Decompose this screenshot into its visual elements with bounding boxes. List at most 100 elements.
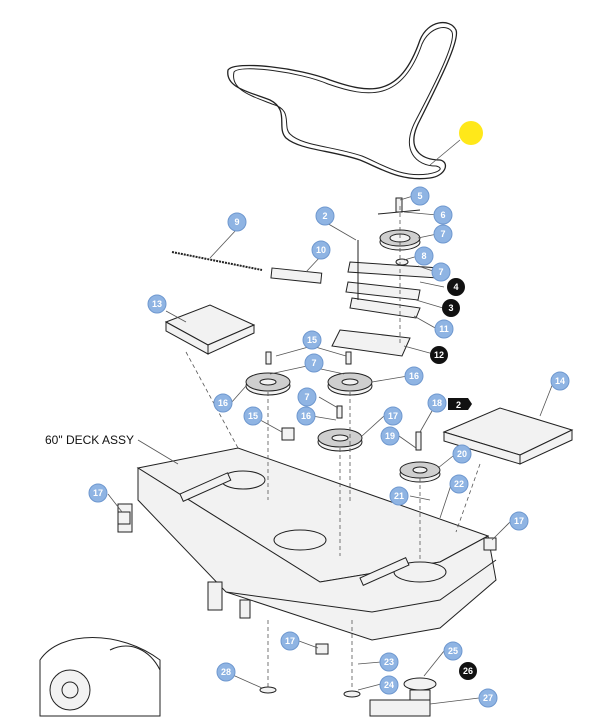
highlight-marker — [459, 121, 483, 145]
callout-blue-circle — [431, 262, 451, 282]
callout-blue-12: 16 — [404, 366, 424, 386]
idler-bracket — [331, 240, 441, 357]
callout-blue-number: 9 — [234, 217, 239, 227]
callout-blue-27: 28 — [216, 662, 236, 682]
callout-black-circle — [430, 346, 448, 364]
deck-pulley-left — [245, 351, 291, 396]
callout-blue-circle — [216, 662, 236, 682]
callout-blue-circle — [227, 212, 247, 232]
callout-blue-circle — [315, 206, 335, 226]
callout-blue-number: 25 — [448, 646, 458, 656]
callout-blue-number: 7 — [304, 392, 309, 402]
callout-blue-number: 23 — [384, 657, 394, 667]
callout-blue-number: 19 — [385, 431, 395, 441]
callout-black-circle — [442, 299, 460, 317]
assembly-lines — [185, 206, 481, 690]
deck-pulley-center — [327, 351, 373, 396]
callout-black-2: 12 — [430, 346, 448, 364]
callout-blue-8: 10 — [311, 240, 331, 260]
callout-blue-circle — [404, 366, 424, 386]
callout-blue-circle — [389, 486, 409, 506]
callout-blue-25: 17 — [509, 511, 529, 531]
callout-blue-number: 14 — [555, 376, 565, 386]
callout-blue-circle — [379, 652, 399, 672]
callout-blue-29: 25 — [443, 641, 463, 661]
callout-blue-circle — [147, 294, 167, 314]
callout-black-number: 26 — [463, 666, 473, 676]
callout-blue-circle — [213, 393, 233, 413]
callout-blue-number: 27 — [483, 693, 493, 703]
callout-blue-number: 16 — [301, 411, 311, 421]
callout-blue-4: 7 — [431, 262, 451, 282]
callout-blue-31: 27 — [478, 688, 498, 708]
callout-blue-15: 7 — [297, 387, 317, 407]
callout-blue-circle — [509, 511, 529, 531]
callout-blue-2: 7 — [433, 224, 453, 244]
callout-blue-22: 21 — [389, 486, 409, 506]
tag-2: 2 — [448, 398, 472, 410]
callout-blue-16: 16 — [296, 406, 316, 426]
callout-blue-13: 16 — [213, 393, 233, 413]
callout-blue-26: 17 — [280, 631, 300, 651]
callout-blue-30: 24 — [379, 675, 399, 695]
callout-blue-number: 16 — [218, 398, 228, 408]
callout-blue-number: 7 — [438, 267, 443, 277]
callout-blue-number: 10 — [316, 245, 326, 255]
callout-blue-circle — [433, 224, 453, 244]
callout-black-circle — [447, 278, 465, 296]
callout-blue-circle — [379, 675, 399, 695]
callout-black-1: 3 — [442, 299, 460, 317]
callout-blue-number: 7 — [440, 229, 445, 239]
idler-pulley — [399, 431, 441, 483]
callout-blue-3: 8 — [414, 246, 434, 266]
callout-blue-24: 17 — [88, 483, 108, 503]
callout-blue-circle — [550, 371, 570, 391]
callout-blue-number: 28 — [221, 667, 231, 677]
callout-blue-20: 20 — [452, 444, 472, 464]
callout-blue-circle — [427, 393, 447, 413]
callout-blue-circle — [296, 406, 316, 426]
callout-blue-circle — [449, 474, 469, 494]
callout-blue-circle — [443, 641, 463, 661]
callout-blue-number: 22 — [454, 479, 464, 489]
callout-blue-circle — [302, 330, 322, 350]
callout-blue-5: 11 — [434, 319, 454, 339]
callout-blue-number: 2 — [322, 211, 327, 221]
callout-blue-circle — [243, 406, 263, 426]
callout-black-number: 12 — [434, 350, 444, 360]
callout-blue-circle — [410, 186, 430, 206]
callout-blue-circle — [414, 246, 434, 266]
callout-black-3: 26 — [459, 662, 477, 680]
assembly-label: 60" DECK ASSY — [45, 433, 134, 447]
spring — [171, 251, 323, 284]
callout-blue-number: 21 — [394, 491, 404, 501]
callout-blue-circle — [311, 240, 331, 260]
callout-blue-7: 9 — [227, 212, 247, 232]
callout-blue-0: 5 — [410, 186, 430, 206]
belt-cover-left — [164, 304, 256, 355]
callout-blue-circle — [383, 406, 403, 426]
callout-blue-circle — [380, 426, 400, 446]
callout-blue-number: 7 — [311, 358, 316, 368]
callout-blue-circle — [478, 688, 498, 708]
callout-blue-18: 18 — [427, 393, 447, 413]
callout-blue-number: 13 — [152, 299, 162, 309]
callout-black-circle — [459, 662, 477, 680]
callout-blue-number: 15 — [248, 411, 258, 421]
callout-blue-6: 2 — [315, 206, 335, 226]
callout-blue-circle — [452, 444, 472, 464]
callout-blue-number: 6 — [440, 210, 445, 220]
callout-blue-number: 5 — [417, 191, 422, 201]
callout-blue-circle — [297, 387, 317, 407]
callout-blue-14: 15 — [243, 406, 263, 426]
callout-blue-number: 17 — [93, 488, 103, 498]
callout-black-number: 3 — [448, 303, 453, 313]
callout-blue-23: 22 — [449, 474, 469, 494]
callout-blue-number: 17 — [514, 516, 524, 526]
callout-blue-17: 17 — [383, 406, 403, 426]
callout-blue-number: 17 — [388, 411, 398, 421]
callout-blue-circle — [434, 319, 454, 339]
